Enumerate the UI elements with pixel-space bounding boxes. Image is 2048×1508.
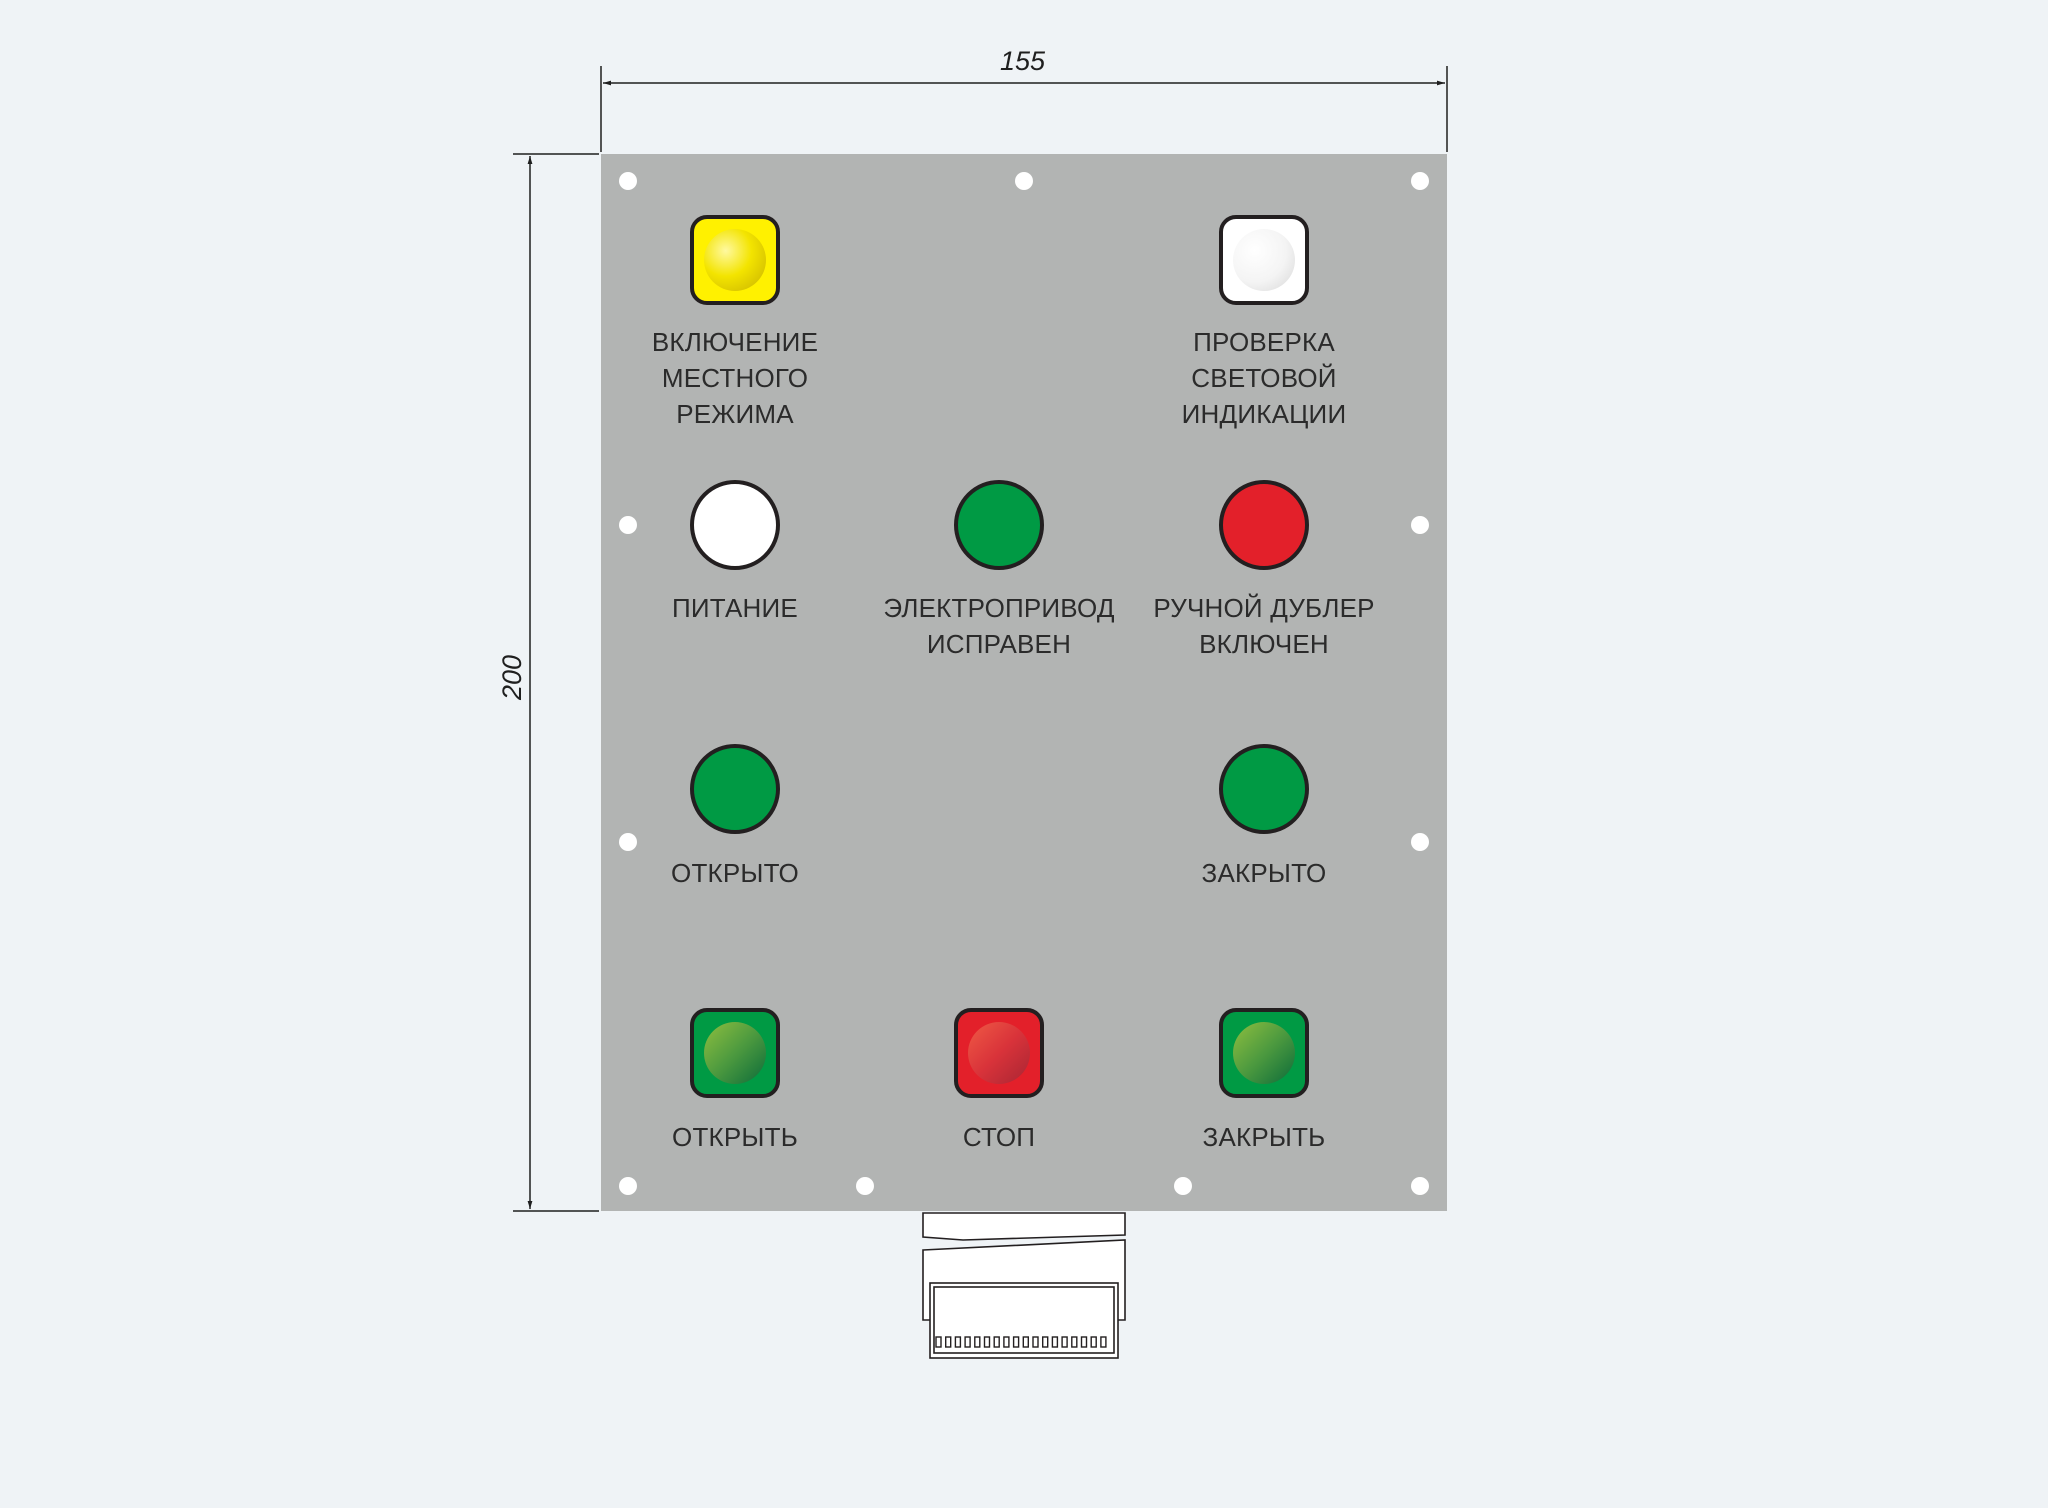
connector-pin [993, 1336, 1000, 1348]
local-mode-button[interactable] [690, 215, 780, 305]
label-line: ОТКРЫТЬ [672, 1122, 798, 1152]
power-label: ПИТАНИЕ [575, 590, 895, 626]
drive-ok-indicator [954, 480, 1044, 570]
drive-ok-label: ЭЛЕКТРОПРИВОД ИСПРАВЕН [839, 590, 1159, 662]
manual-override-label: РУЧНОЙ ДУБЛЕР ВКЛЮЧЕН [1104, 590, 1424, 662]
mount-hole [1411, 516, 1429, 534]
connector-pin [1071, 1336, 1078, 1348]
button-dome [704, 229, 766, 291]
mount-hole [1174, 1177, 1192, 1195]
connector-pins [935, 1336, 1107, 1348]
label-line: ПРОВЕРКА [1193, 327, 1335, 357]
opened-indicator [690, 744, 780, 834]
label-line: МЕСТНОГО [661, 363, 809, 393]
closed-label: ЗАКРЫТО [1104, 855, 1424, 891]
connector-pin [935, 1336, 942, 1348]
button-dome [704, 1022, 766, 1084]
mount-hole [856, 1177, 874, 1195]
lamp-test-button[interactable] [1219, 215, 1309, 305]
label-line: ЗАКРЫТО [1201, 858, 1327, 888]
open-button[interactable] [690, 1008, 780, 1098]
mount-hole [619, 172, 637, 190]
label-line: СВЕТОВОЙ [1191, 363, 1337, 393]
label-line: ЗАКРЫТЬ [1202, 1122, 1326, 1152]
close-button[interactable] [1219, 1008, 1309, 1098]
close-label: ЗАКРЫТЬ [1104, 1119, 1424, 1155]
mount-hole [1411, 1177, 1429, 1195]
connector-pin [1022, 1336, 1029, 1348]
label-line: ВКЛЮЧЕН [1199, 629, 1329, 659]
connector-pin [1051, 1336, 1059, 1348]
connector-pin [945, 1336, 952, 1348]
power-indicator [690, 480, 780, 570]
label-line: ЭЛЕКТРОПРИВОД [883, 593, 1115, 623]
width-dimension-label: 155 [1000, 46, 1046, 76]
label-line: ВКЛЮЧЕНИЕ [651, 327, 819, 357]
connector-pin [1012, 1336, 1020, 1348]
connector-pin [1100, 1336, 1107, 1348]
mount-hole [619, 516, 637, 534]
stop-label: СТОП [839, 1119, 1159, 1155]
label-line: СТОП [962, 1122, 1036, 1152]
connector-pin [954, 1336, 962, 1348]
mount-hole [1015, 172, 1033, 190]
manual-override-indicator [1219, 480, 1309, 570]
connector-pin [1080, 1336, 1088, 1348]
button-dome [1233, 229, 1295, 291]
label-line: РЕЖИМА [676, 399, 794, 429]
label-line: ИСПРАВЕН [926, 629, 1072, 659]
stop-button[interactable] [954, 1008, 1044, 1098]
label-line: РУЧНОЙ ДУБЛЕР [1153, 593, 1375, 623]
label-line: ПИТАНИЕ [672, 593, 798, 623]
connector-pin [1090, 1336, 1097, 1348]
mount-hole [619, 1177, 637, 1195]
button-dome [1233, 1022, 1295, 1084]
open-label: ОТКРЫТЬ [575, 1119, 895, 1155]
mount-hole [1411, 172, 1429, 190]
connector-pin [974, 1336, 981, 1348]
connector-pin [964, 1336, 971, 1348]
label-line: ОТКРЫТО [671, 858, 799, 888]
connector-pin [983, 1336, 991, 1348]
button-dome [968, 1022, 1030, 1084]
mount-hole [1411, 833, 1429, 851]
label-line: ИНДИКАЦИИ [1181, 399, 1347, 429]
lamp-test-label: ПРОВЕРКА СВЕТОВОЙ ИНДИКАЦИИ [1104, 324, 1424, 432]
local-mode-label: ВКЛЮЧЕНИЕ МЕСТНОГО РЕЖИМА [575, 324, 895, 432]
closed-indicator [1219, 744, 1309, 834]
connector-pin [1061, 1336, 1068, 1348]
mount-hole [619, 833, 637, 851]
ribbon-cable-top [922, 1212, 1126, 1241]
control-panel: ВКЛЮЧЕНИЕ МЕСТНОГО РЕЖИМА ПРОВЕРКА СВЕТО… [601, 154, 1447, 1211]
connector-inner [933, 1286, 1115, 1354]
connector-pin [1003, 1336, 1010, 1348]
connector-pin [1032, 1336, 1039, 1348]
opened-label: ОТКРЫТО [575, 855, 895, 891]
connector-pin [1041, 1336, 1049, 1348]
